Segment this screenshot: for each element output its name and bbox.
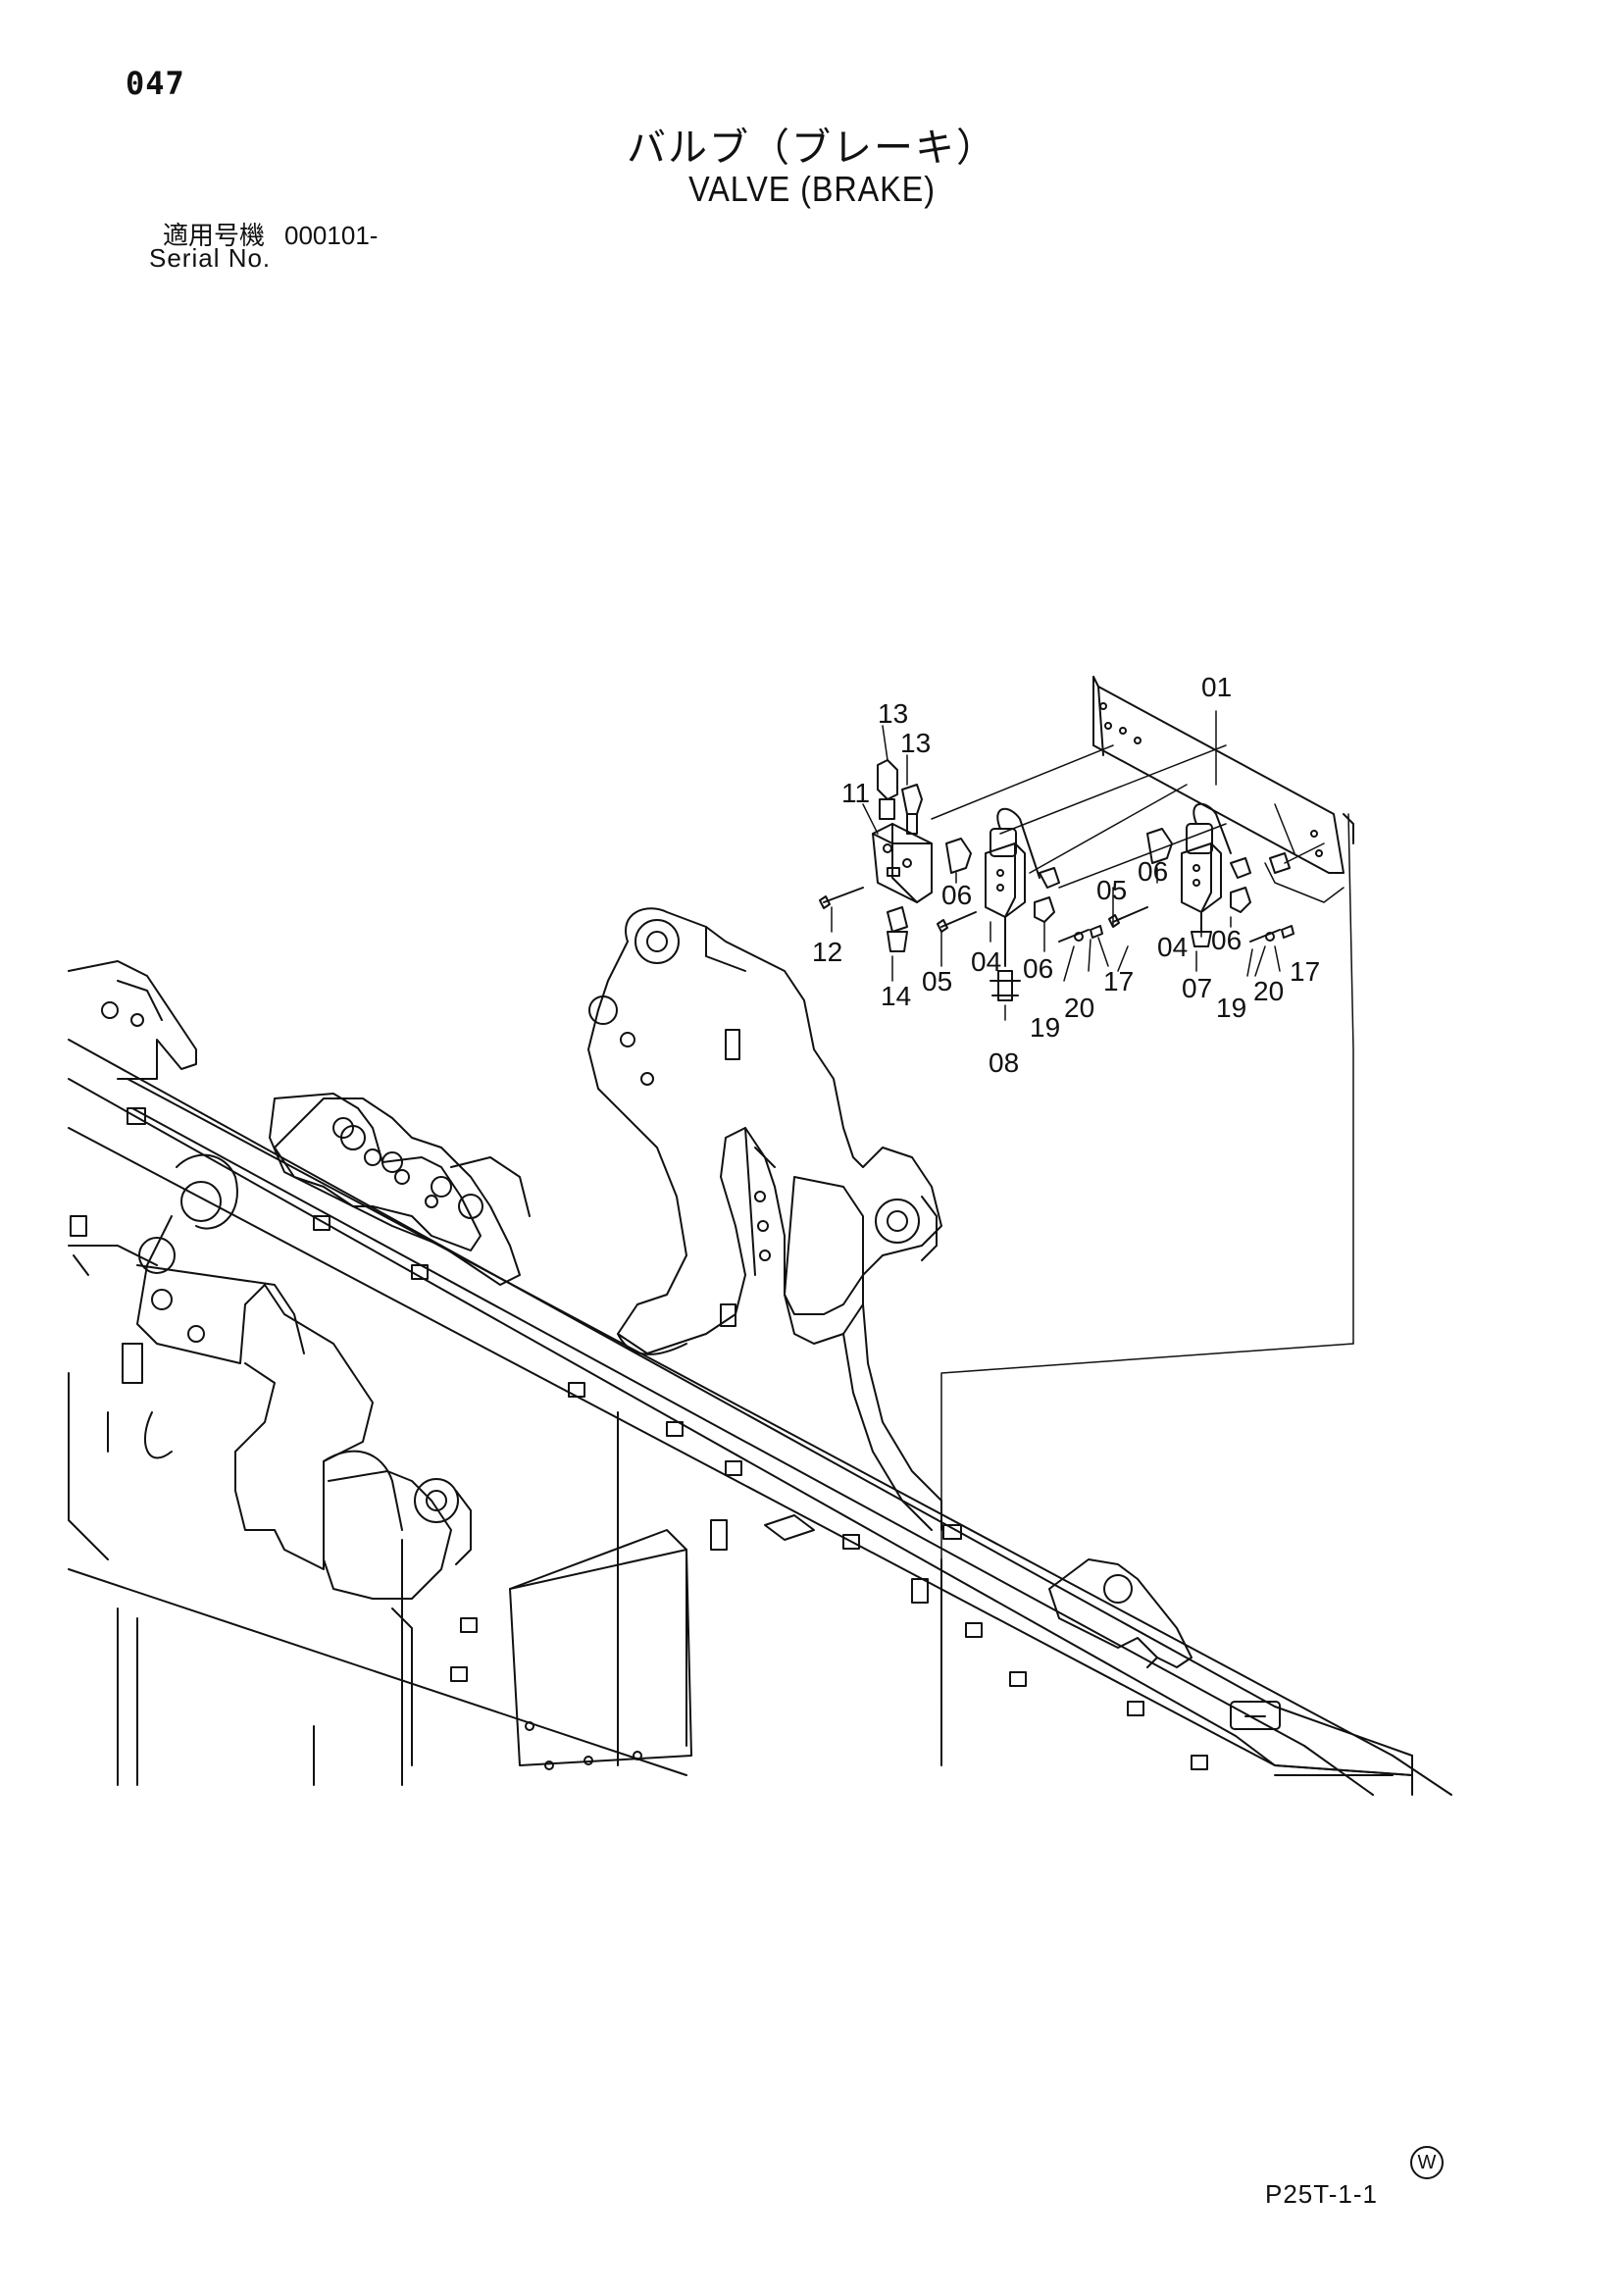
washers-right <box>1249 925 1294 943</box>
solenoid-valve-04-right <box>1181 802 1232 947</box>
callout-19-a: 19 <box>1030 1012 1060 1043</box>
page-number: 047 <box>126 65 185 102</box>
serial-label-english: Serial No. <box>149 243 272 273</box>
callout-19-b: 19 <box>1216 993 1246 1023</box>
callout-13a: 13 <box>878 698 908 729</box>
callout-06-a: 06 <box>941 880 972 910</box>
assembly-leader-lines <box>931 744 1354 1698</box>
bolt-05-right <box>1108 906 1148 928</box>
right-end-bracket <box>1048 1558 1281 1730</box>
frame-beams <box>68 1039 1452 1796</box>
callout-06-b: 06 <box>1023 953 1053 984</box>
callout-13b: 13 <box>900 728 931 758</box>
callout-12: 12 <box>812 937 842 967</box>
washers-left <box>1058 925 1103 943</box>
callout-05-a: 05 <box>922 966 952 996</box>
fitting-14 <box>887 906 908 952</box>
solenoid-valve-04-left <box>985 807 1040 1001</box>
callout-17-a: 17 <box>1103 966 1134 996</box>
callout-17-b: 17 <box>1290 956 1320 987</box>
cover-plate <box>509 1549 692 1770</box>
callout-20-b: 20 <box>1253 976 1284 1006</box>
callout-04-b: 04 <box>1157 932 1188 962</box>
valve-block-11 <box>872 823 933 903</box>
bolt-12 <box>819 887 864 909</box>
middle-bracket-cluster <box>274 1097 531 1286</box>
watermark-symbol: W <box>1410 2146 1444 2179</box>
valve-mounting-plate <box>1092 676 1354 874</box>
callout-04-a: 04 <box>971 946 1001 977</box>
callout-06-c: 06 <box>1138 856 1168 887</box>
left-bracket-cluster <box>68 960 482 1766</box>
callout-20-a: 20 <box>1064 993 1094 1023</box>
callout-01: 01 <box>1201 672 1232 702</box>
plug-06-left <box>945 838 1060 923</box>
callout-08: 08 <box>989 1047 1019 1078</box>
plug-06-right <box>1146 828 1291 913</box>
beam-blocks <box>127 1107 1208 1770</box>
callout-05-b: 05 <box>1096 875 1127 905</box>
drawing-code: P25T-1-1 <box>1265 2179 1378 2209</box>
serial-label-japanese: 適用号機 000101- <box>163 216 378 252</box>
callout-14: 14 <box>881 981 911 1011</box>
center-tall-bracket <box>587 907 962 1540</box>
bolt-05-left <box>937 911 977 933</box>
callout-06-d: 06 <box>1211 925 1242 955</box>
serial-jp-text: 適用号機 <box>163 222 266 251</box>
fitting-13 <box>877 759 923 835</box>
page-title-english: VALVE (BRAKE) <box>688 169 936 209</box>
callout-11: 11 <box>841 778 870 808</box>
serial-value: 000101- <box>284 221 379 250</box>
callout-07: 07 <box>1182 973 1212 1003</box>
callout-labels: 01 13 13 11 06 12 05 04 06 14 08 05 06 0… <box>812 672 1320 1078</box>
callout-leaders <box>831 710 1281 1021</box>
page-title-japanese: バルブ（ブレーキ） <box>627 126 997 171</box>
